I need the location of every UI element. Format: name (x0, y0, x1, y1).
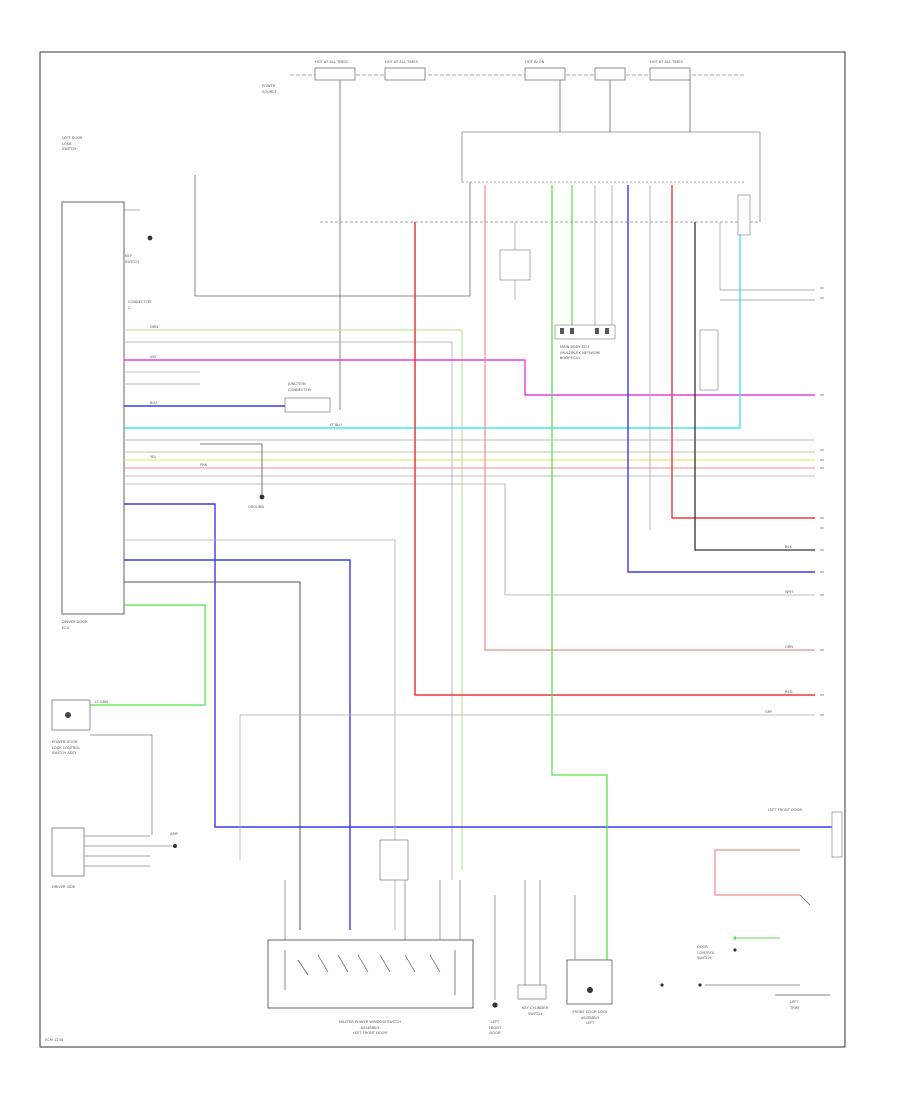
front-door-lock-assembly (566, 959, 613, 1005)
door-courtesy-switch (517, 880, 547, 1000)
figure-code: ECM 1234 (45, 1038, 64, 1042)
ecu-wires (90, 222, 840, 930)
right-note-3: LEFT TRIM (790, 1000, 799, 1010)
ecu-name-label: DRIVER DOOR ECU (62, 620, 88, 630)
power-source-label: POWER SOURCE (262, 84, 277, 94)
left-module-2 (51, 827, 85, 877)
fuse-boxes (314, 67, 691, 81)
ground-symbol (259, 494, 265, 500)
wire-code-gry: GRY (765, 710, 773, 714)
switch-contacts (284, 950, 456, 995)
wire-code-blu: BLU (150, 401, 157, 405)
fuse-drops (194, 75, 691, 410)
wire-code-wht: WHT (785, 590, 794, 594)
wire-code-blk: BLK (785, 545, 792, 549)
driver-door-ecu-box (61, 201, 125, 615)
door-lock-motor-label: LEFT FRONT DOOR (488, 1020, 502, 1035)
left-trim-box (831, 811, 843, 858)
fuse-label-3: HOT IN ON (525, 60, 545, 64)
left-module-sub-label: DRIVER SIDE (52, 885, 76, 889)
wire-code-yel: YEL (150, 455, 157, 459)
amp-label: AMP (170, 832, 178, 836)
connector-teeth (560, 328, 609, 334)
ground-label: GROUND (248, 505, 265, 509)
wire-code-lt-blu: LT BLU (330, 423, 342, 427)
relay-box (379, 839, 409, 881)
fuse-label-2: HOT AT ALL TIMES (385, 60, 418, 64)
right-note-1: LEFT FRONT DOOR (768, 808, 802, 812)
right-note-2: DOOR CONTROL SWITCH (697, 945, 715, 960)
wire-code-pnk: PNK (200, 463, 208, 467)
switch-feeds (284, 880, 461, 940)
control-switch-pins (660, 936, 830, 996)
wire-code-grn: GRN (150, 325, 158, 329)
master-switch-label: MASTER POWER WINDOW SWITCH ASSEMBLY LEFT… (338, 1020, 402, 1035)
main-body-ecu-label: MAIN BODY ECU (MULTIPLEX NETWORK BODY EC… (560, 345, 601, 360)
wire-code-vio: VIO (150, 355, 157, 359)
wire-code-lt-grn: LT GRN (95, 700, 108, 704)
wire-code-orn: ORN (785, 645, 794, 649)
door-lock-assembly-label: FRONT DOOR LOCK ASSEMBLY LEFT (572, 1010, 608, 1025)
door-lock-switch-label: LEFT DOOR LOCK SWITCH (62, 136, 83, 151)
right-terminals (820, 287, 824, 716)
courtesy-switch-label: KEY CYLINDER SWITCH (522, 1006, 548, 1016)
top-bus (290, 74, 761, 223)
fuse-label-1: HOT AT ALL TIMES (315, 60, 348, 64)
key-switch-icon (147, 235, 153, 241)
junction-label: JUNCTION CONNECTOR (288, 382, 312, 392)
key-switch-label: KEY SWITCH (125, 254, 140, 264)
connector-blocks (499, 194, 751, 391)
door-lock-motor-icon (492, 1002, 498, 1008)
master-power-window-switch (267, 939, 474, 1009)
pink-loop (714, 849, 800, 896)
left-module-label: POWER DOOR LOCK CONTROL SWITCH ASSY (52, 740, 81, 755)
fuse-label-4: HOT AT ALL TIMES (650, 60, 683, 64)
ecu-connector-label: CONNECTOR C (128, 300, 152, 310)
wire-code-red: RED (785, 690, 793, 694)
vertical-drops (414, 185, 815, 960)
junction-connector (284, 397, 331, 413)
diagram-frame (39, 51, 846, 1048)
